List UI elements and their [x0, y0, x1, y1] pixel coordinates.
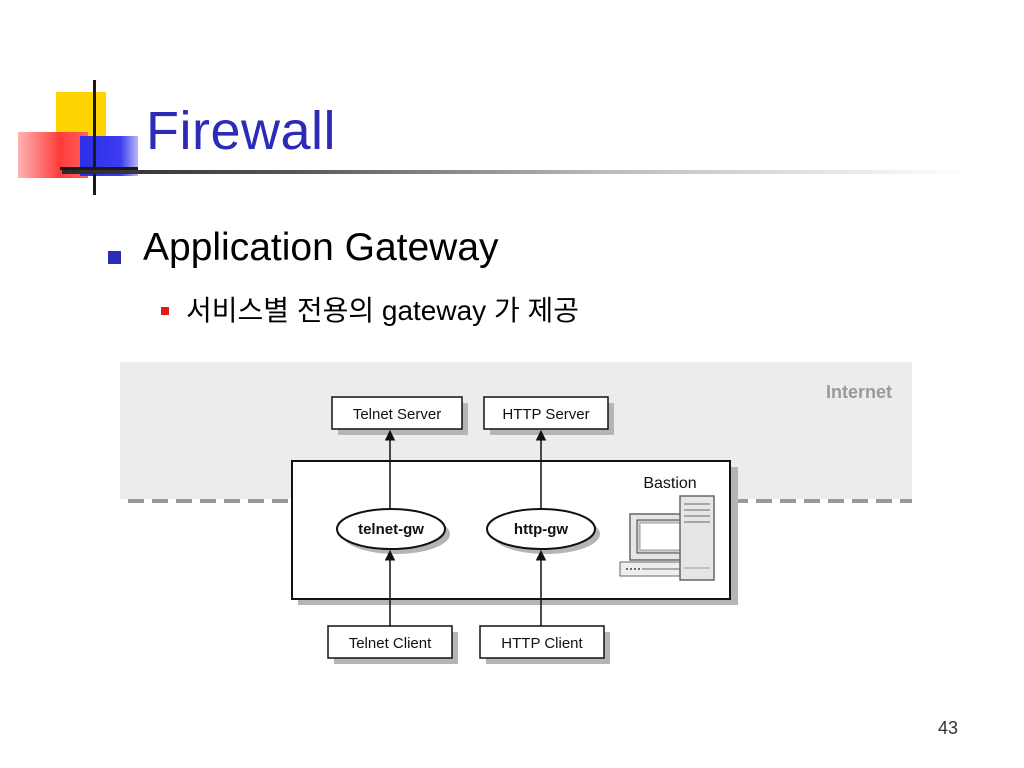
telnet-gw-label: telnet-gw [358, 521, 424, 538]
bastion-label: Bastion [643, 475, 696, 492]
telnet-gw-ellipse [336, 508, 446, 550]
page-number: 43 [938, 718, 959, 738]
application-gateway-diagram: Internet Bastion Telnet Server HTTP Serv… [120, 362, 912, 664]
slide-title: Firewall [146, 101, 337, 161]
http-server-label: HTTP Server [502, 406, 589, 423]
bullet-text-level1: Application Gateway [143, 226, 499, 269]
title-decoration [18, 80, 138, 195]
telnet-server-box [331, 396, 463, 430]
title-underline [62, 170, 967, 174]
http-server-box [483, 396, 609, 430]
bullet-text-level2: 서비스별 전용의 gateway 가 제공 [186, 295, 580, 326]
http-gw-label: http-gw [514, 521, 568, 538]
bullet-marker-level1 [108, 251, 121, 264]
telnet-server-label: Telnet Server [353, 406, 441, 423]
bullet-marker-level2 [161, 307, 169, 315]
telnet-client-label: Telnet Client [349, 635, 432, 652]
http-client-label: HTTP Client [501, 635, 583, 652]
telnet-client-box [327, 625, 453, 659]
internet-label: Internet [826, 382, 892, 402]
decor-vertical-line [93, 80, 96, 195]
decor-horizontal-line [60, 167, 138, 170]
http-client-box [479, 625, 605, 659]
computer-icon [619, 495, 715, 581]
